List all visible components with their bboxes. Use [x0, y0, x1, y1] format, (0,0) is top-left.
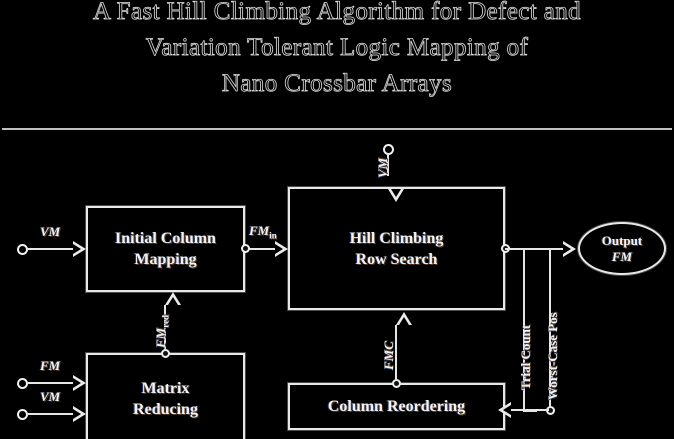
terminal-output-fm-line1: Output [601, 232, 643, 248]
edge-label-fm-in: FMin [249, 223, 277, 241]
terminal-output-fm: Output FM [578, 222, 666, 275]
block-column-reordering: Column Reordering [288, 383, 505, 430]
terminal-output-fm-line2: FM [611, 248, 633, 264]
wire-vm-to-matrix-reducing [27, 413, 73, 415]
block-hill-climbing-row-search-line1: Hill Climbing [349, 229, 444, 247]
edge-label-worst-case-pos: Worst-Case Pos [545, 312, 560, 400]
wire-worst-case-pos-horizontal [511, 409, 549, 411]
junction-fm-in [241, 244, 250, 253]
block-matrix-reducing-line1: Matrix [141, 380, 190, 397]
arrowhead-worst-case-pos-to-column-reordering [498, 402, 511, 418]
edge-label-fm-red-sub: red [160, 314, 171, 328]
block-hill-climbing-row-search-line2: Row Search [355, 250, 438, 268]
block-column-reordering-line1: Column Reordering [327, 398, 466, 415]
wire-worst-case-pos [549, 248, 551, 408]
block-initial-column-mapping-line1: Initial Column [115, 230, 216, 247]
arrowhead-fmc-to-hill-climbing [396, 312, 412, 325]
wire-initial-column-mapping-to-hill-climbing [245, 248, 275, 250]
arrowhead-fm-in-to-hill-climbing [275, 241, 288, 257]
arrowhead-hill-climbing-to-output-fm [563, 241, 576, 257]
wire-trial-count [523, 248, 525, 412]
paper-title: A Fast Hill Climbing Algorithm for Defec… [0, 0, 674, 102]
edge-label-vm-top: VM [375, 157, 390, 178]
arrowhead-fm-red-to-initial-column-mapping [165, 292, 181, 305]
block-matrix-reducing: Matrix Reducing [86, 353, 245, 439]
edge-label-fm-matrix: FM [40, 358, 61, 373]
edge-label-vm-left: VM [40, 224, 61, 239]
wire-fm-to-matrix-reducing [27, 382, 73, 384]
wire-vm-to-initial-column-mapping [27, 248, 73, 250]
arrowhead-fm-to-matrix-reducing [73, 375, 86, 391]
edge-label-vm-matrix: VM [40, 389, 61, 404]
wire-hill-climbing-to-output-fm [505, 248, 563, 250]
edge-label-fm-in-sub: in [269, 230, 277, 241]
edge-label-fmc: FMC [381, 341, 396, 370]
title-line-1: A Fast Hill Climbing Algorithm for Defec… [92, 0, 582, 25]
wire-column-reordering-to-hill-climbing [395, 325, 397, 381]
edge-label-fm-in-base: FM [249, 223, 270, 238]
wire-trial-count-horizontal [523, 410, 537, 412]
title-line-3: Nano Crossbar Arrays [221, 70, 453, 98]
edge-label-trial-count: Trial Count [518, 324, 533, 390]
arrowhead-vm-to-matrix-reducing [73, 406, 86, 422]
title-line-2: Variation Tolerant Logic Mapping of [145, 34, 529, 62]
title-divider-rule [2, 128, 672, 130]
arrowhead-vm-top-to-hill-climbing [388, 189, 404, 202]
wire-matrix-reducing-to-initial-column-mapping [164, 305, 166, 351]
block-matrix-reducing-line2: Reducing [133, 401, 198, 418]
block-hill-climbing-row-search: Hill Climbing Row Search [288, 187, 505, 310]
edge-label-fm-red-base: FM [153, 327, 168, 348]
edge-label-fm-red: FMred [153, 315, 171, 348]
wire-vm-top-to-hill-climbing [387, 154, 389, 176]
block-initial-column-mapping-line2: Mapping [134, 251, 197, 268]
block-initial-column-mapping: Initial Column Mapping [86, 206, 245, 292]
arrowhead-vm-to-initial-column-mapping [73, 241, 86, 257]
